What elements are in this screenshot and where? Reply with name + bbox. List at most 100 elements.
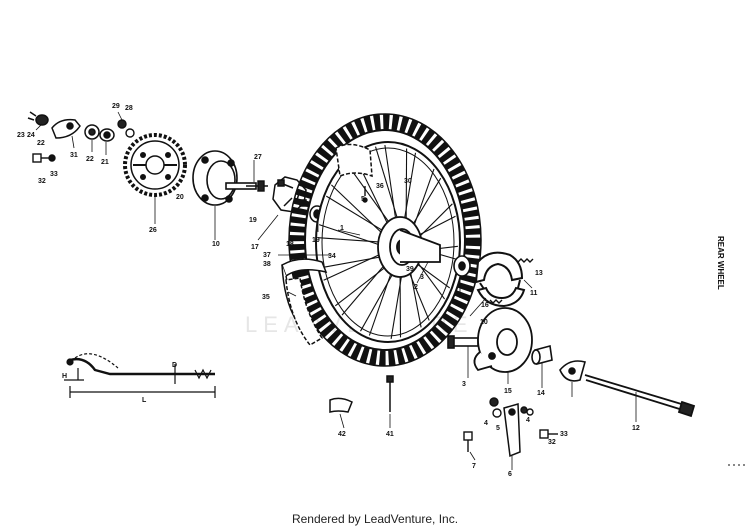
callout-41: 41 — [386, 431, 394, 438]
brake-rod-dimension-drawing — [64, 353, 216, 398]
brake-panel — [473, 307, 533, 373]
callout-5: 5 — [361, 196, 365, 203]
adjusting-bolt — [386, 375, 394, 412]
footer-credit: Rendered by LeadVenture, Inc. — [291, 512, 459, 526]
callout-30: 30 — [404, 178, 412, 185]
spoke — [402, 152, 417, 228]
rim-band-valve — [362, 186, 368, 203]
side-title: REAR WHEEL — [716, 236, 725, 290]
brake-camshaft — [447, 335, 479, 349]
spoke — [323, 250, 387, 281]
callout-2: 2 — [414, 284, 418, 291]
callout-27: 27 — [254, 154, 262, 161]
callout-13: 13 — [535, 270, 543, 277]
callout-11: 11 — [530, 290, 538, 297]
callout-35: 35 — [262, 294, 270, 301]
rear-tire — [288, 113, 482, 367]
spoke — [318, 224, 387, 248]
callout-10: 10 — [212, 241, 220, 248]
callout-3b: 3 — [462, 381, 466, 388]
lever-nut-washer — [489, 397, 502, 418]
wheel-hub — [377, 216, 441, 278]
spoke — [334, 262, 392, 307]
spoke — [399, 266, 402, 338]
callout-29: 29 — [112, 103, 120, 110]
callout-32b: 32 — [548, 439, 556, 446]
dimension-label-l: L — [142, 397, 147, 404]
spoke — [360, 266, 398, 332]
callout-15: 15 — [504, 388, 512, 395]
callout-38: 38 — [263, 261, 271, 268]
tube-cutaway-top — [335, 143, 373, 178]
callout-10b: 10 — [480, 319, 488, 326]
sprocket-hub-flange — [192, 150, 257, 206]
callout-12: 12 — [632, 425, 640, 432]
callout-19: 19 — [249, 217, 257, 224]
spoke — [320, 255, 388, 269]
callout-6: 6 — [508, 471, 512, 478]
collar-spacer — [84, 124, 100, 140]
spoke — [390, 266, 404, 339]
cotter-pin — [329, 397, 353, 413]
callout-1: 1 — [340, 225, 344, 232]
callout-32: 32 — [38, 178, 46, 185]
callout-labels: 23 24 22 31 22 21 29 28 32 33 26 20 27 1… — [17, 103, 640, 478]
callout-34: 34 — [328, 253, 336, 260]
tire-tread-section — [285, 277, 324, 346]
callout-14: 14 — [537, 390, 545, 397]
callout-9: 9 — [455, 301, 459, 308]
rear-axle — [584, 374, 696, 418]
callout-5b: 5 — [496, 425, 500, 432]
chain-adjuster-right — [559, 360, 586, 382]
spoke — [326, 195, 390, 235]
callout-24: 24 — [27, 132, 35, 139]
callout-28: 28 — [125, 105, 133, 112]
callout-33b: 33 — [560, 431, 568, 438]
bearing-small — [99, 128, 115, 142]
callout-26: 26 — [149, 227, 157, 234]
bolt-small-left — [32, 153, 56, 163]
spoke — [405, 148, 408, 230]
callout-36: 36 — [376, 183, 384, 190]
callout-3: 3 — [420, 274, 424, 281]
callout-18: 18 — [286, 241, 294, 248]
callout-23: 23 — [17, 132, 25, 139]
spoke — [331, 184, 388, 239]
sprocket-bolts — [117, 119, 135, 138]
washers-lower-right — [520, 406, 534, 416]
lever-bolt — [463, 431, 473, 452]
callout-20: 20 — [176, 194, 184, 201]
spoke — [341, 259, 390, 316]
spoke — [368, 264, 395, 336]
spacer-collar-right — [453, 255, 471, 277]
brake-shoes — [474, 251, 526, 308]
axle-collar — [531, 344, 553, 366]
callout-21: 21 — [101, 159, 109, 166]
brake-spring — [489, 258, 534, 304]
bolt-stud — [246, 180, 268, 192]
callout-19b: 19 — [312, 237, 320, 244]
spoke — [346, 163, 395, 230]
callout-17: 17 — [251, 244, 259, 251]
callout-42: 42 — [338, 431, 346, 438]
spoke — [384, 145, 398, 228]
callout-16: 16 — [481, 302, 489, 309]
spoke — [374, 146, 401, 228]
dimension-label-d: D — [172, 362, 177, 369]
callout-33: 33 — [50, 171, 58, 178]
callout-7: 7 — [472, 463, 476, 470]
callout-4b: 4 — [526, 417, 530, 424]
chain-adjuster — [51, 118, 81, 139]
brake-cam-lever — [503, 403, 521, 458]
callout-22: 22 — [37, 140, 45, 147]
callout-39: 39 — [406, 266, 414, 273]
callout-37: 37 — [263, 252, 271, 259]
bolt-lower-right — [539, 429, 558, 439]
leader-lines — [35, 111, 637, 470]
callout-4: 4 — [484, 420, 488, 427]
spoke — [318, 237, 387, 244]
callout-31: 31 — [70, 152, 78, 159]
rear-sprocket — [123, 133, 187, 197]
dimension-label-h: H — [62, 373, 67, 380]
